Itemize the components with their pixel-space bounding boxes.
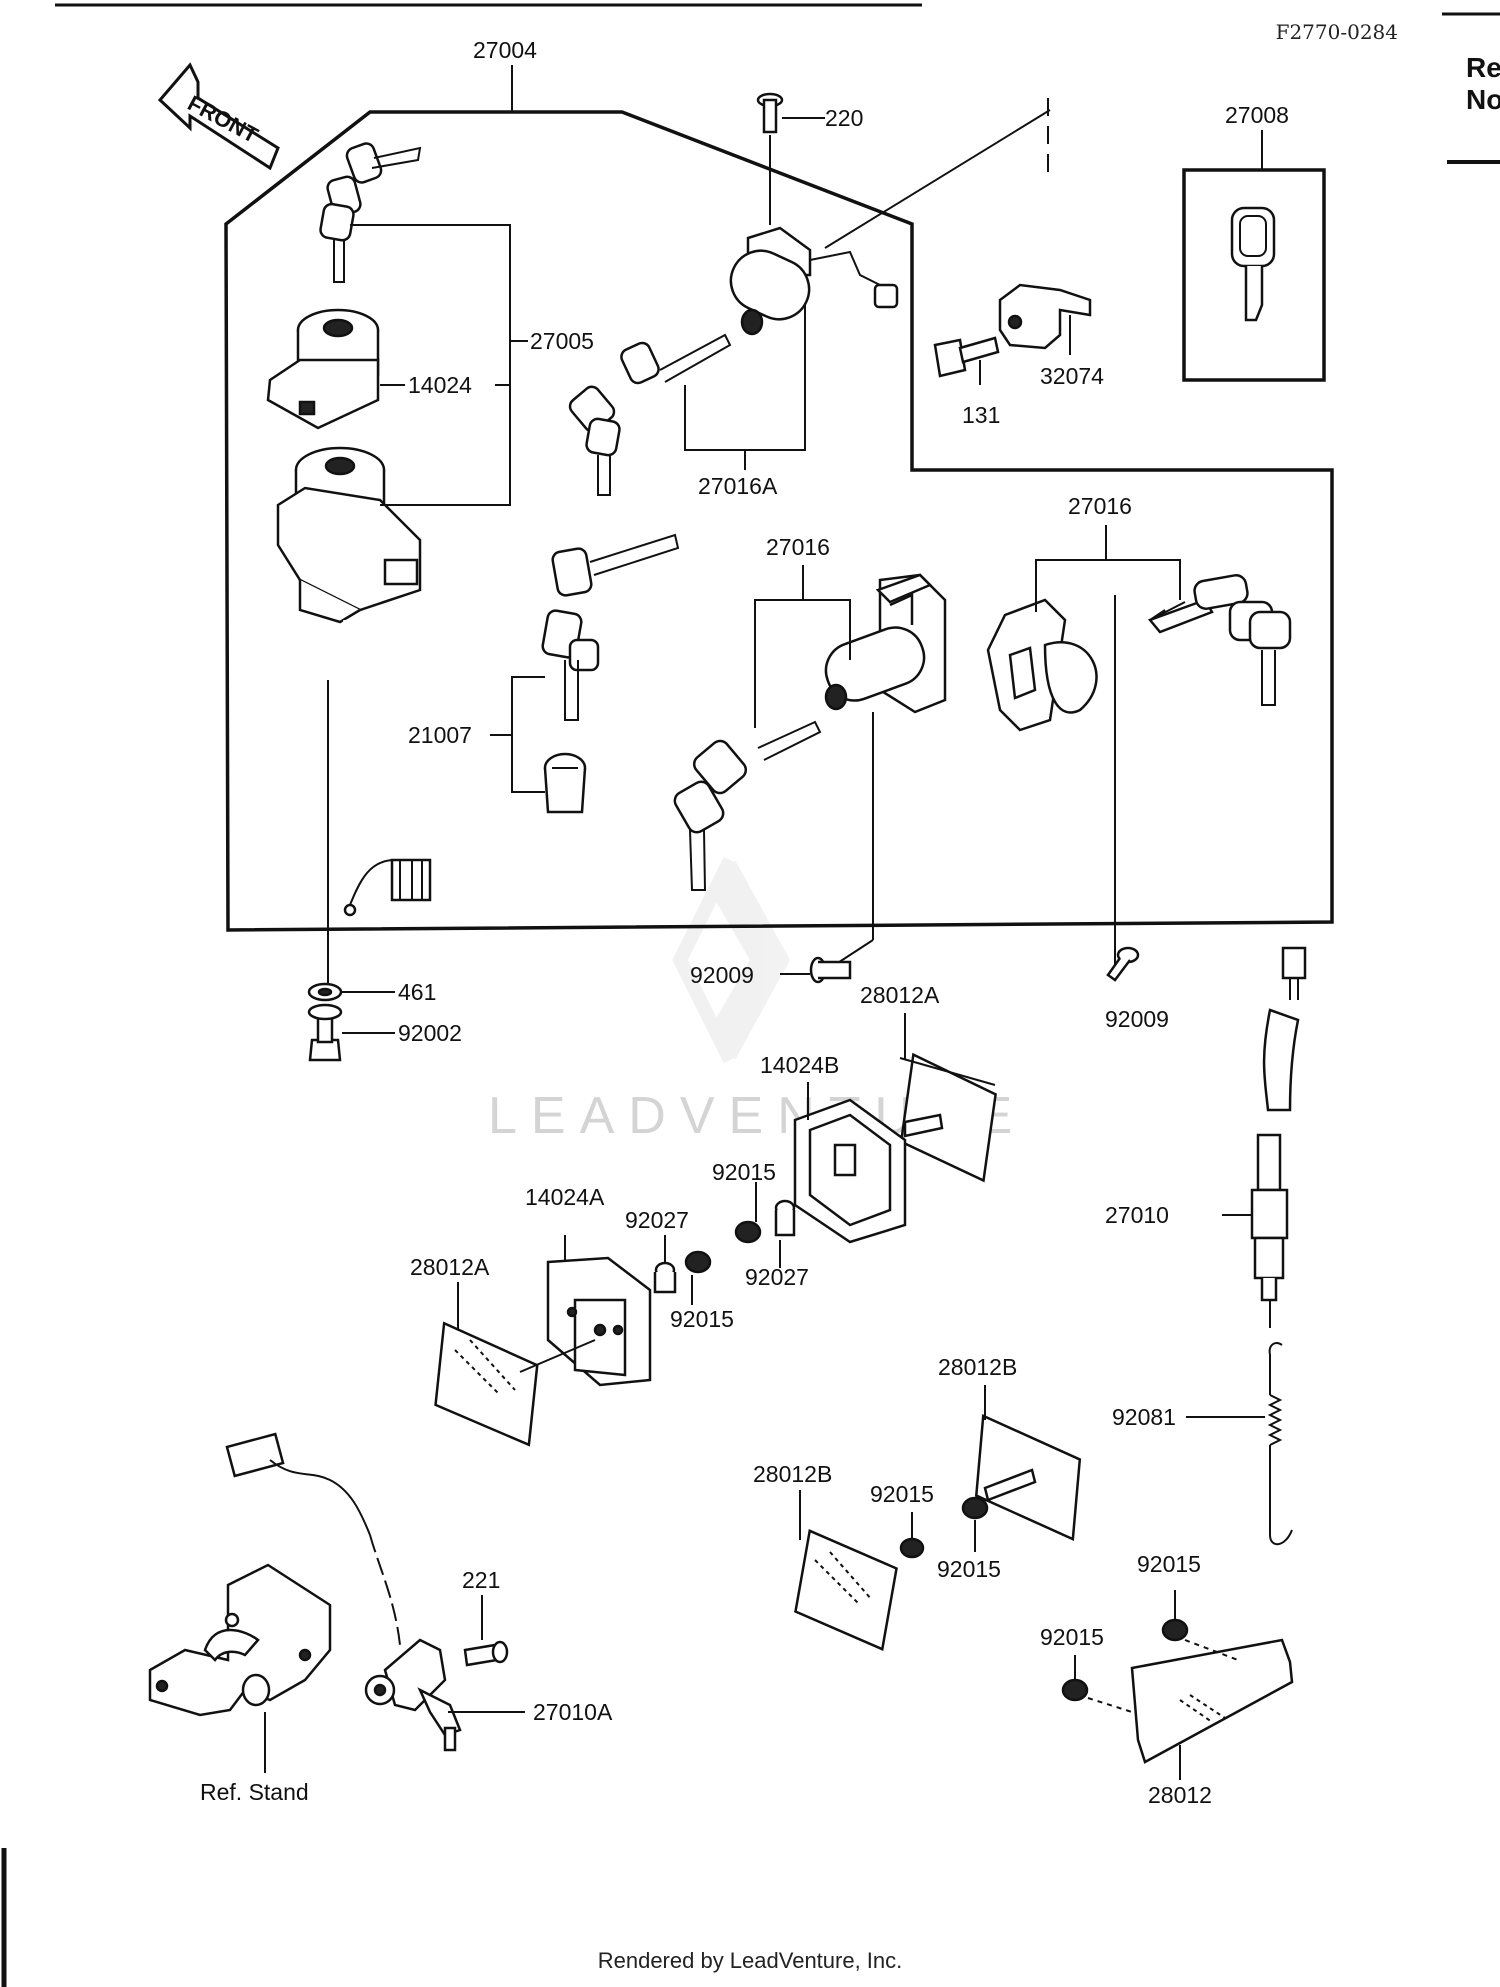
leader-27016A-lock-diag [824,109,1051,249]
bolt-131-icon [933,336,1000,378]
callout-21007: 21007 [408,722,472,748]
ignition-switch-body-icon [276,446,422,624]
ignition-harness-wire-inner [343,619,402,881]
nut-92015-c-icon [961,1496,989,1520]
callout-27004: 27004 [473,37,537,63]
spacer-92027-b-icon [774,1199,796,1237]
callout-28012A-left: 28012A [410,1254,490,1280]
callout-461: 461 [398,979,436,1005]
callout-92015-b: 92015 [670,1306,734,1332]
reflector-28012B-left-icon [794,1529,898,1651]
callout-221: 221 [462,1567,500,1593]
callout-131: 131 [962,402,1000,428]
screw-92009-right-icon [1106,946,1140,982]
leader-92015-f-dash [1087,1697,1133,1713]
callout-92015-d: 92015 [937,1556,1001,1582]
watermark-logo-icon [672,856,790,1064]
callout-92015-c: 92015 [870,1481,934,1507]
switch-27010-icon [1250,946,1307,1302]
seat-lock-keys-icon [568,333,732,496]
callout-28012B-left: 28012B [753,1461,832,1487]
helmet-lock-27016-right-icon [986,598,1098,732]
washer-461-icon [307,982,343,1002]
callout-92027-a: 92027 [625,1207,689,1233]
callout-27016-right: 27016 [1068,493,1132,519]
key-27008-icon [1230,206,1276,322]
callout-27008: 27008 [1225,102,1289,128]
screw-92009-center-icon [809,956,852,984]
housing-14024B-icon [793,1098,944,1244]
helmet-lock-keys-right-icon [1147,574,1292,706]
reflector-28012B-right-icon [974,1413,1082,1542]
side-header-line1: Re [1466,52,1500,83]
side-column-header: Re No [1466,52,1500,116]
bolt-92002-icon [307,1003,343,1062]
callout-92015-e: 92015 [1137,1551,1201,1577]
front-direction-arrow: FRONT [157,62,280,171]
ignition-cover-14024-icon [266,308,380,430]
callout-27016A: 27016A [698,473,778,499]
stand-bracket-icon [148,1563,332,1717]
callout-14024A: 14024A [525,1184,605,1210]
footer-credit: Rendered by LeadVenture, Inc. [597,1948,903,1973]
callout-92015-a: 92015 [712,1159,776,1185]
callout-27010: 27010 [1105,1202,1169,1228]
callout-92081: 92081 [1112,1404,1176,1430]
nut-92015-d-icon [899,1537,925,1559]
callout-92015-f: 92015 [1040,1624,1104,1650]
callout-220: 220 [825,105,863,131]
ignition-assembly-outline [224,110,1334,932]
side-header-line2: No [1466,84,1500,115]
helmet-lock-27016-center-icon [824,573,947,714]
leader-reflector-mount [519,1339,596,1373]
callout-14024B: 14024B [760,1052,839,1078]
bracket-27005 [350,224,511,506]
nut-92015-f-icon [1061,1678,1089,1702]
callout-92002: 92002 [398,1020,462,1046]
key-27008-box [1182,168,1326,382]
lock-keys-21007-icon [541,533,680,721]
callout-92009-center: 92009 [690,962,754,988]
callout-27016-center: 27016 [766,534,830,560]
spacer-92027-a-icon [653,1261,677,1294]
callout-28012A-top: 28012A [860,982,940,1008]
reflector-28012A-top-icon [899,1052,997,1183]
callout-92009-right: 92009 [1105,1006,1169,1032]
callout-28012B-right: 28012B [938,1354,1017,1380]
nut-92015-b-icon [684,1250,712,1274]
diagram-code: F2770-0284 [1275,20,1398,44]
stand-switch-27010A-icon [364,1638,462,1752]
callout-ref-stand: Ref. Stand [200,1779,309,1805]
helmet-lock-keys-center-icon [673,720,822,891]
bracket-32074-icon [998,283,1092,350]
ignition-keys-icon [319,142,422,283]
nut-92015-e-icon [1161,1618,1189,1642]
housing-14024A-icon [546,1256,652,1387]
callout-14024: 14024 [408,372,472,398]
reflector-28012A-left-icon [434,1321,539,1447]
screw-221-icon [463,1640,509,1667]
lock-cylinder-21007-icon [543,752,587,814]
callout-27010A: 27010A [533,1699,613,1725]
callout-32074: 32074 [1040,363,1104,389]
callout-92027-b: 92027 [745,1264,809,1290]
bracket-21007 [511,676,545,793]
ignition-connector-icon [343,858,432,917]
nut-92015-a-icon [734,1220,762,1244]
reflector-28012-icon [1130,1638,1294,1764]
callout-28012: 28012 [1148,1782,1212,1808]
seat-lock-27016A-icon [729,226,899,336]
switch-connector-icon [225,1432,401,1646]
screw-220-icon [756,92,784,134]
callout-27005: 27005 [530,328,594,354]
bracket-27016-right [1035,559,1181,612]
spring-92081-icon [1267,1342,1293,1546]
